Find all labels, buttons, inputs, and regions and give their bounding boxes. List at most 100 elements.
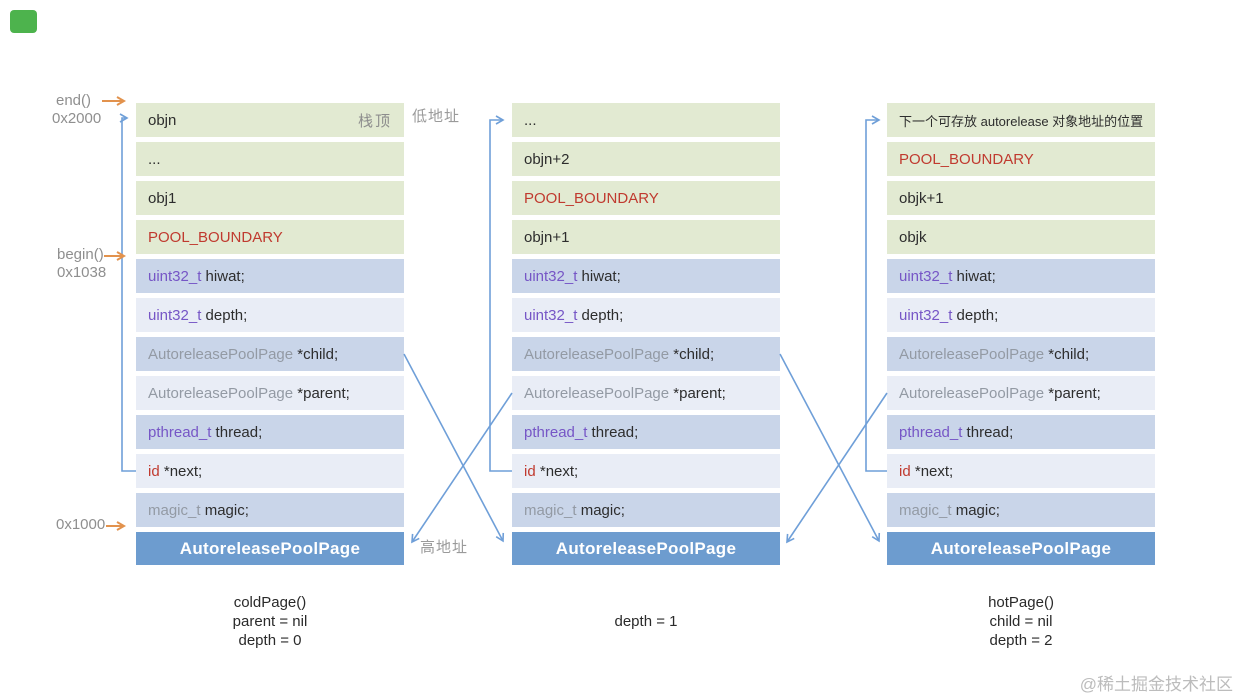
cell-text: uint32_t xyxy=(899,306,953,324)
site-watermark: @稀土掘金技术社区 xyxy=(1079,675,1233,694)
child-pointer-arrow-cold-to-middle xyxy=(403,353,505,543)
memory-cell: id *next; xyxy=(136,454,404,488)
cell-text: *parent; xyxy=(293,384,350,402)
cell-text: obj1 xyxy=(148,189,177,207)
cell-text: uint32_t xyxy=(524,306,578,324)
caption-line: depth = 2 xyxy=(989,632,1053,649)
cell-text: AutoreleasePoolPage xyxy=(524,345,670,363)
memory-cell: uint32_t hiwat; xyxy=(136,259,404,293)
next-pointer-line-hot xyxy=(865,115,887,472)
pool-page-title-bar: AutoreleasePoolPage xyxy=(512,532,780,565)
pool-page-title-bar: AutoreleasePoolPage xyxy=(136,532,404,565)
stack-top-label: 栈顶 xyxy=(357,112,392,130)
memory-cell: uint32_t depth; xyxy=(887,298,1155,332)
cell-text: uint32_t xyxy=(524,267,578,285)
child-pointer-arrow-middle-to-hot xyxy=(779,353,881,543)
cell-text: id xyxy=(524,462,536,480)
cell-text: uint32_t xyxy=(899,267,953,285)
cell-text: POOL_BOUNDARY xyxy=(524,189,659,207)
base-address-label: 0x1000 xyxy=(56,516,106,533)
memory-cell: uint32_t hiwat; xyxy=(887,259,1155,293)
cell-text: *parent; xyxy=(669,384,726,402)
memory-cell: ... xyxy=(512,103,780,137)
begin-address-label: 0x1038 xyxy=(57,264,107,281)
cell-text: pthread_t xyxy=(148,423,212,441)
cell-text: *child; xyxy=(1044,345,1090,363)
juejin-logo xyxy=(10,10,37,33)
memory-cell: AutoreleasePoolPage *parent; xyxy=(512,376,780,410)
cell-text: thread; xyxy=(211,423,263,441)
cell-text: *child; xyxy=(669,345,715,363)
memory-cell: ... xyxy=(136,142,404,176)
memory-cell: magic_t magic; xyxy=(512,493,780,527)
next-pointer-line-middle xyxy=(489,115,512,472)
cell-text: thread; xyxy=(962,423,1014,441)
cell-text: uint32_t xyxy=(148,267,202,285)
begin-function-label: begin() xyxy=(57,246,104,263)
cell-text: hiwat; xyxy=(577,267,621,285)
high-address-label: 高地址 xyxy=(420,539,469,556)
cell-text: AutoreleasePoolPage xyxy=(524,384,670,402)
cell-text: objk+1 xyxy=(899,189,944,207)
memory-cell: obj1 xyxy=(136,181,404,215)
end-address-label: 0x2000 xyxy=(52,110,102,127)
cell-text: 下一个可存放 autorelease 对象地址的位置 xyxy=(899,113,1144,129)
cell-text: depth; xyxy=(201,306,248,324)
page-caption: depth = 1 xyxy=(536,612,756,631)
cell-text: pthread_t xyxy=(899,423,963,441)
memory-cell: POOL_BOUNDARY xyxy=(136,220,404,254)
cell-text: magic; xyxy=(200,501,249,519)
low-address-label: 低地址 xyxy=(412,108,461,125)
cell-text: depth; xyxy=(952,306,999,324)
cell-text: magic_t xyxy=(899,501,952,519)
cell-text: hiwat; xyxy=(201,267,245,285)
caption-line: depth = 0 xyxy=(238,632,302,649)
cell-text: pthread_t xyxy=(524,423,588,441)
cell-text: uint32_t xyxy=(148,306,202,324)
cell-text: objn+1 xyxy=(524,228,570,246)
cell-text: *next; xyxy=(910,462,954,480)
cell-text: AutoreleasePoolPage xyxy=(148,384,294,402)
memory-cell: magic_t magic; xyxy=(887,493,1155,527)
caption-line: child = nil xyxy=(989,613,1053,630)
memory-cell: pthread_t thread; xyxy=(887,415,1155,449)
cell-text: *next; xyxy=(535,462,579,480)
caption-line: hotPage() xyxy=(988,594,1054,611)
cell-text: magic; xyxy=(951,501,1000,519)
memory-cell: POOL_BOUNDARY xyxy=(887,142,1155,176)
memory-cell: POOL_BOUNDARY xyxy=(512,181,780,215)
cell-text: magic_t xyxy=(148,501,201,519)
cell-text: objn+2 xyxy=(524,150,570,168)
memory-cell: pthread_t thread; xyxy=(512,415,780,449)
memory-cell: objk xyxy=(887,220,1155,254)
memory-cell: uint32_t depth; xyxy=(512,298,780,332)
end-function-label: end() xyxy=(56,92,92,109)
cell-text: *child; xyxy=(293,345,339,363)
memory-cell: AutoreleasePoolPage *parent; xyxy=(887,376,1155,410)
cell-text: *next; xyxy=(159,462,203,480)
memory-cell: id *next; xyxy=(887,454,1155,488)
cell-text: id xyxy=(899,462,911,480)
cell-text: AutoreleasePoolPage xyxy=(899,384,1045,402)
cell-text: ... xyxy=(148,150,161,168)
cell-text: AutoreleasePoolPage xyxy=(148,345,294,363)
memory-cell: AutoreleasePoolPage *child; xyxy=(887,337,1155,371)
memory-cell: id *next; xyxy=(512,454,780,488)
caption-line: coldPage() xyxy=(233,594,307,611)
parent-pointer-arrow-middle-to-cold xyxy=(411,392,513,544)
cell-text: magic; xyxy=(576,501,625,519)
cell-text: magic_t xyxy=(524,501,577,519)
cell-text: POOL_BOUNDARY xyxy=(899,150,1034,168)
memory-cell: objn+2 xyxy=(512,142,780,176)
cell-text: AutoreleasePoolPage xyxy=(899,345,1045,363)
next-pointer-line-cold xyxy=(119,113,136,472)
cell-text: ... xyxy=(524,111,537,129)
memory-cell: magic_t magic; xyxy=(136,493,404,527)
memory-cell: pthread_t thread; xyxy=(136,415,404,449)
pool-page-title-bar: AutoreleasePoolPage xyxy=(887,532,1155,565)
